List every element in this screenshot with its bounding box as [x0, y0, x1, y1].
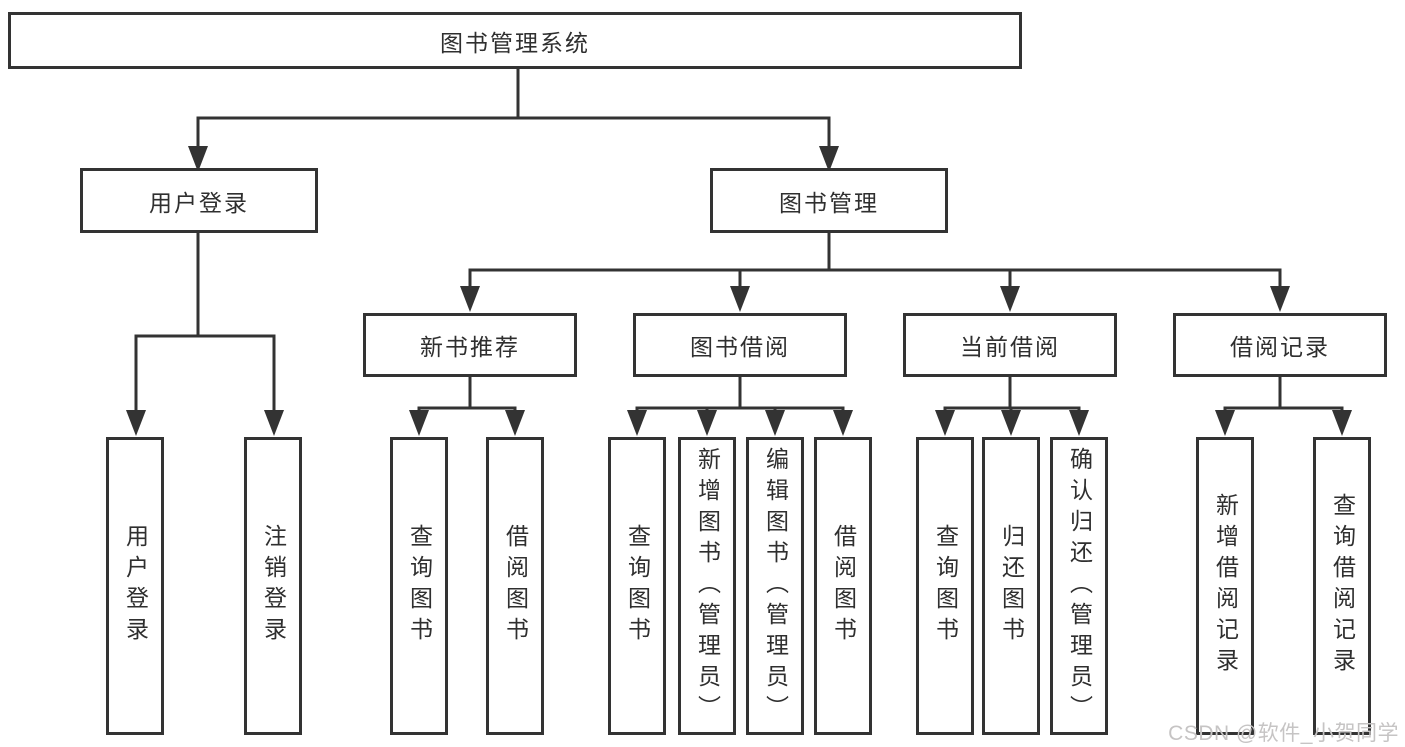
leaf-borrow-books-recommend-label: 借阅图书 — [502, 524, 529, 648]
leaf-confirm-return-admin: 确认归还（管理员） — [1050, 437, 1108, 735]
leaf-query-books-current: 查询图书 — [916, 437, 974, 735]
node-book-borrow: 图书借阅 — [633, 313, 847, 377]
leaf-confirm-return-admin-label: 确认归还（管理员） — [1066, 446, 1093, 726]
node-user-login-label: 用户登录 — [149, 189, 249, 216]
node-root-system: 图书管理系统 — [8, 12, 1022, 69]
leaf-query-borrow-record: 查询借阅记录 — [1313, 437, 1371, 735]
leaf-query-books-borrow: 查询图书 — [608, 437, 666, 735]
arrowheads — [126, 146, 1352, 436]
leaf-edit-book-admin-label: 编辑图书（管理员） — [762, 446, 789, 726]
leaf-query-borrow-record-label: 查询借阅记录 — [1329, 493, 1356, 679]
node-book-borrow-label: 图书借阅 — [690, 334, 790, 360]
leaf-borrow-books: 借阅图书 — [814, 437, 872, 735]
leaf-user-login: 用户登录 — [106, 437, 164, 735]
leaf-return-book: 归还图书 — [982, 437, 1040, 735]
leaf-add-borrow-record-label: 新增借阅记录 — [1212, 493, 1239, 679]
leaf-query-books-borrow-label: 查询图书 — [624, 524, 651, 648]
node-current-borrow: 当前借阅 — [903, 313, 1117, 377]
leaf-add-borrow-record: 新增借阅记录 — [1196, 437, 1254, 735]
leaf-return-book-label: 归还图书 — [998, 524, 1025, 648]
node-new-book-recommend-label: 新书推荐 — [420, 334, 520, 360]
leaf-add-book-admin-label: 新增图书（管理员） — [694, 446, 721, 726]
node-book-management: 图书管理 — [710, 168, 948, 233]
node-borrow-records: 借阅记录 — [1173, 313, 1387, 377]
connector-paths — [134, 67, 1344, 415]
node-new-book-recommend: 新书推荐 — [363, 313, 577, 377]
leaf-query-books-recommend: 查询图书 — [390, 437, 448, 735]
node-root-system-label: 图书管理系统 — [440, 29, 590, 56]
leaf-add-book-admin: 新增图书（管理员） — [678, 437, 736, 735]
node-current-borrow-label: 当前借阅 — [960, 334, 1060, 360]
node-user-login: 用户登录 — [80, 168, 318, 233]
leaf-edit-book-admin: 编辑图书（管理员） — [746, 437, 804, 735]
leaf-query-books-recommend-label: 查询图书 — [406, 524, 433, 648]
leaf-borrow-books-label: 借阅图书 — [830, 524, 857, 648]
node-borrow-records-label: 借阅记录 — [1230, 334, 1330, 360]
leaf-logout: 注销登录 — [244, 437, 302, 735]
leaf-logout-label: 注销登录 — [260, 524, 287, 648]
leaf-user-login-label: 用户登录 — [122, 524, 149, 648]
watermark-text: CSDN @软件_小贺同学 — [1168, 722, 1399, 745]
node-book-management-label: 图书管理 — [779, 189, 879, 216]
leaf-borrow-books-recommend: 借阅图书 — [486, 437, 544, 735]
leaf-query-books-current-label: 查询图书 — [932, 524, 959, 648]
